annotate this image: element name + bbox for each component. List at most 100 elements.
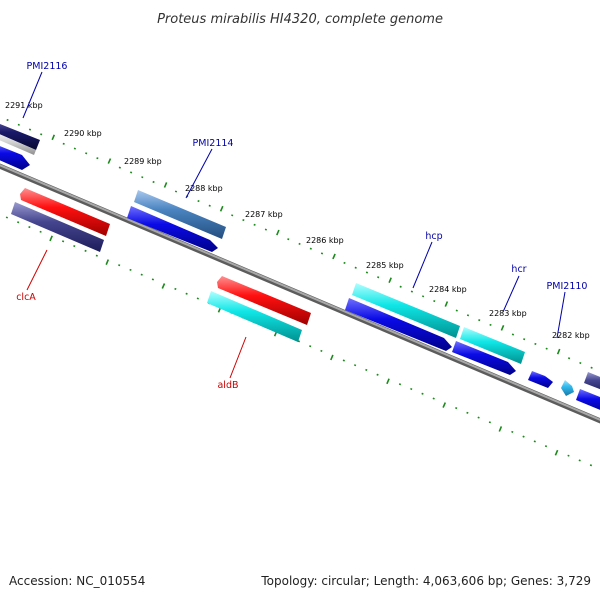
minor-tick bbox=[320, 349, 323, 352]
tick-label: 2283 kbp bbox=[489, 309, 527, 318]
tick-label: 2285 kbp bbox=[366, 261, 404, 270]
gene-arrow-small-lightblue[interactable] bbox=[561, 380, 574, 396]
minor-tick bbox=[73, 244, 76, 248]
gene-label-hcr[interactable]: hcr bbox=[511, 264, 526, 275]
minor-tick bbox=[17, 123, 20, 126]
minor-tick bbox=[197, 199, 200, 203]
major-tick bbox=[332, 253, 336, 260]
minor-tick bbox=[567, 454, 570, 457]
minor-tick bbox=[5, 216, 9, 219]
minor-tick bbox=[421, 295, 425, 298]
minor-tick bbox=[231, 214, 234, 217]
minor-tick bbox=[208, 204, 211, 207]
major-tick bbox=[219, 205, 224, 212]
minor-tick bbox=[365, 271, 369, 274]
tick-label: 2288 kbp bbox=[185, 184, 223, 193]
minor-tick bbox=[185, 292, 188, 295]
genome-summary-text: Topology: circular; Length: 4,063,606 bp… bbox=[260, 574, 591, 588]
major-tick bbox=[330, 354, 334, 361]
leader-line-hcr bbox=[502, 275, 520, 313]
gene-arrow-aldb-red[interactable] bbox=[217, 276, 311, 325]
tick-label: 2290 kbp bbox=[64, 129, 102, 138]
minor-tick bbox=[398, 383, 402, 386]
major-tick bbox=[388, 277, 392, 284]
minor-tick bbox=[6, 118, 9, 122]
gene-arrow-blue-left[interactable] bbox=[0, 142, 30, 170]
minor-tick bbox=[84, 249, 87, 252]
minor-tick bbox=[253, 223, 256, 226]
minor-tick bbox=[28, 128, 32, 131]
gene-label-aldb[interactable]: aldB bbox=[217, 380, 238, 391]
minor-tick bbox=[174, 190, 178, 193]
tick-label: 2282 kbp bbox=[552, 331, 590, 340]
gene-arrow-hcr-cyan[interactable] bbox=[460, 327, 525, 364]
gene-arrow-pmi2114-steel[interactable] bbox=[134, 190, 226, 239]
gene-label-pmi2110[interactable]: PMI2110 bbox=[547, 281, 588, 292]
minor-tick bbox=[118, 264, 121, 267]
minor-tick bbox=[309, 345, 312, 348]
minor-tick bbox=[61, 240, 65, 243]
minor-tick bbox=[511, 430, 514, 433]
major-tick bbox=[51, 134, 56, 141]
minor-tick bbox=[533, 440, 536, 443]
minor-tick bbox=[342, 359, 346, 362]
gene-label-hcp[interactable]: hcp bbox=[425, 231, 442, 242]
gene-label-pmi2116[interactable]: PMI2116 bbox=[27, 61, 68, 72]
minor-tick bbox=[309, 247, 312, 250]
major-tick bbox=[386, 378, 390, 385]
minor-tick bbox=[534, 342, 537, 346]
major-tick bbox=[500, 324, 505, 331]
gene-arrow-cyan-aldb[interactable] bbox=[207, 291, 302, 342]
minor-tick bbox=[174, 287, 177, 291]
gene-arrow-blue-mid[interactable] bbox=[127, 206, 218, 252]
minor-tick bbox=[545, 347, 548, 350]
minor-tick bbox=[376, 373, 379, 376]
minor-tick bbox=[544, 445, 548, 448]
minor-tick bbox=[354, 266, 357, 269]
major-tick bbox=[442, 402, 447, 408]
minor-tick bbox=[478, 319, 481, 322]
minor-tick bbox=[140, 273, 143, 276]
gene-arrow-hcp-cyan[interactable] bbox=[352, 283, 460, 338]
gene-arrow-small-blue[interactable] bbox=[528, 371, 553, 388]
minor-tick bbox=[410, 387, 413, 391]
gene-arrow-navy-clca[interactable] bbox=[11, 202, 104, 252]
gene-arrow-blue-hcr[interactable] bbox=[452, 341, 516, 375]
minor-tick bbox=[410, 290, 414, 293]
minor-tick bbox=[522, 435, 525, 438]
major-tick bbox=[276, 229, 280, 236]
minor-tick bbox=[511, 333, 515, 336]
minor-tick bbox=[567, 357, 571, 360]
gene-arrow-pmi2116-darknavy[interactable] bbox=[0, 120, 40, 150]
minor-tick bbox=[579, 361, 582, 365]
major-tick bbox=[444, 301, 449, 307]
gene-label-clca[interactable]: clcA bbox=[16, 292, 36, 303]
gene-arrow-pmi2116-gray[interactable] bbox=[0, 130, 36, 155]
label-leader-lines bbox=[22, 71, 566, 379]
minor-tick bbox=[578, 459, 581, 462]
major-tick bbox=[49, 235, 53, 242]
minor-tick bbox=[488, 421, 492, 424]
major-tick bbox=[556, 348, 561, 355]
minor-tick bbox=[589, 464, 593, 467]
gene-label-pmi2114[interactable]: PMI2114 bbox=[193, 138, 234, 149]
gene-arrow-clca-red[interactable] bbox=[20, 188, 110, 236]
outer-tick-line bbox=[6, 118, 593, 369]
minor-tick bbox=[489, 323, 492, 326]
major-tick bbox=[163, 182, 168, 188]
gene-label-group: PMI2116 PMI2114 hcp hcr PMI2110 clcA ald… bbox=[16, 61, 587, 391]
minor-tick bbox=[477, 416, 480, 419]
major-tick bbox=[105, 259, 110, 266]
major-tick bbox=[554, 449, 559, 456]
minor-tick bbox=[95, 254, 98, 257]
tick-label: 2287 kbp bbox=[245, 210, 283, 219]
gene-arrow-blue-hcp[interactable] bbox=[345, 298, 452, 351]
tick-label: 2289 kbp bbox=[124, 157, 162, 166]
gene-arrow-blue-right[interactable] bbox=[576, 389, 600, 414]
minor-tick bbox=[196, 297, 200, 300]
genome-backbone-highlight bbox=[0, 164, 600, 421]
minor-tick bbox=[287, 238, 290, 241]
gene-arrow-navy-right[interactable] bbox=[584, 372, 600, 393]
minor-tick bbox=[421, 392, 424, 395]
